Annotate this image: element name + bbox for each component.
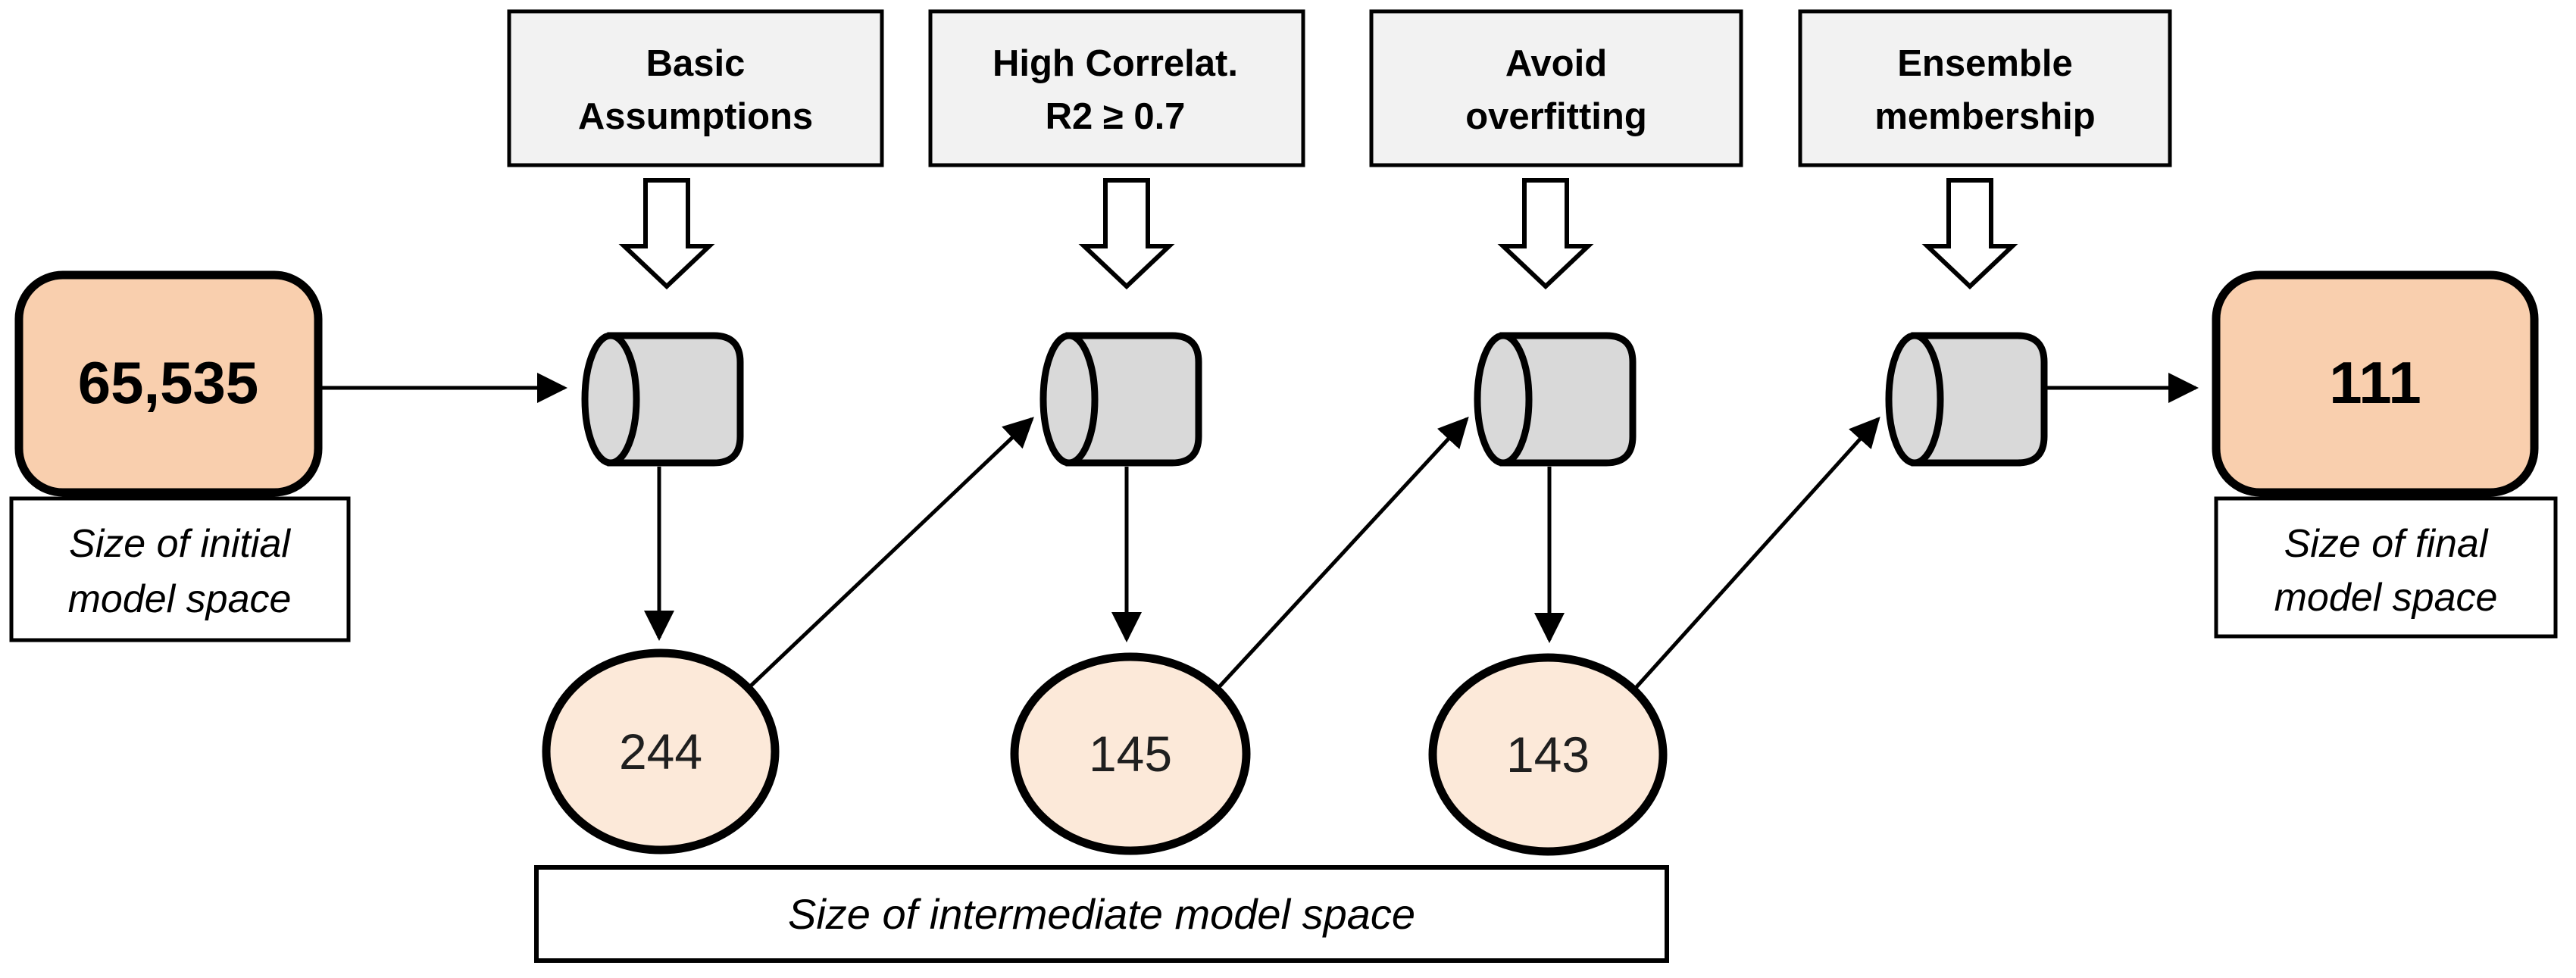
filter-box-4-label-line2: membership bbox=[1874, 96, 2095, 137]
filter-cylinder-icon-3 bbox=[1474, 332, 1637, 467]
count-value-3: 143 bbox=[1506, 726, 1590, 783]
cylinder-4-cap bbox=[1885, 332, 1944, 467]
filter-box-2-label-line2: R2 ≥ 0.7 bbox=[1046, 96, 1186, 137]
arrow-count1-to-filter2 bbox=[746, 417, 1034, 690]
intermediate-model-space-caption: Size of intermediate model space bbox=[534, 865, 1669, 963]
cylinder-1-cap bbox=[581, 332, 640, 467]
filter-box-1: Basic Assumptions bbox=[507, 9, 884, 167]
filter-box-1-label-line2: Assumptions bbox=[578, 96, 813, 137]
initial-node-value: 65,535 bbox=[78, 349, 259, 416]
cylinder-3-body bbox=[1499, 332, 1637, 467]
initial-caption-line1: Size of initial bbox=[69, 522, 291, 566]
down-block-arrow-icon-1 bbox=[618, 178, 715, 290]
filter-box-3-label-line1: Avoid bbox=[1505, 43, 1607, 84]
filter-box-2: High Correlat. R2 ≥ 0.7 bbox=[928, 9, 1305, 167]
intermediate-caption-text: Size of intermediate model space bbox=[788, 890, 1415, 938]
cylinder-3-cap bbox=[1474, 332, 1533, 467]
final-node-value: 111 bbox=[2329, 349, 2421, 416]
count-ellipse-1-shape bbox=[542, 648, 780, 855]
initial-caption-rect bbox=[9, 496, 351, 642]
down-block-arrow-icon-2 bbox=[1078, 178, 1175, 290]
count-ellipse-3-shape bbox=[1428, 653, 1668, 856]
filter-cylinder-icon-1 bbox=[581, 332, 744, 467]
filter-box-1-label-line1: Basic bbox=[646, 43, 746, 84]
final-node-rect bbox=[2212, 270, 2539, 497]
initial-model-space-caption: Size of initial model space bbox=[9, 496, 351, 642]
initial-node-rect bbox=[14, 270, 323, 497]
final-caption-line2: model space bbox=[2274, 576, 2498, 620]
cylinder-1-body bbox=[607, 332, 744, 467]
filter-box-2-label-line1: High Correlat. bbox=[993, 43, 1238, 84]
initial-caption-line2: model space bbox=[68, 577, 292, 621]
filter-box-2-rect bbox=[928, 9, 1305, 167]
count-ellipse-3: 143 bbox=[1428, 653, 1668, 856]
final-model-space-caption: Size of final model space bbox=[2214, 496, 2558, 639]
count-ellipse-1: 244 bbox=[542, 648, 780, 855]
intermediate-caption-rect bbox=[534, 865, 1669, 963]
arrow-count2-to-filter3 bbox=[1216, 417, 1469, 690]
cylinder-4-body bbox=[1911, 332, 2048, 467]
cylinder-2-body bbox=[1065, 332, 1202, 467]
filter-box-4-label-line1: Ensemble bbox=[1897, 43, 2072, 84]
cylinder-2-cap bbox=[1039, 332, 1099, 467]
filter-box-4: Ensemble membership bbox=[1798, 9, 2172, 167]
filter-box-3-rect bbox=[1369, 9, 1743, 167]
filter-box-3: Avoid overfitting bbox=[1369, 9, 1743, 167]
count-value-2: 145 bbox=[1089, 726, 1172, 782]
count-ellipse-2: 145 bbox=[1010, 652, 1251, 855]
arrow-count3-to-filter4 bbox=[1633, 417, 1880, 690]
filter-box-3-label-line2: overfitting bbox=[1465, 96, 1647, 137]
final-caption-rect bbox=[2214, 496, 2558, 639]
initial-model-space-node: 65,535 bbox=[14, 270, 323, 497]
down-block-arrow-icon-4 bbox=[1921, 178, 2018, 290]
filter-box-4-rect bbox=[1798, 9, 2172, 167]
down-block-arrow-icon-3 bbox=[1497, 178, 1594, 290]
count-ellipse-2-shape bbox=[1010, 652, 1251, 855]
filter-box-1-rect bbox=[507, 9, 884, 167]
filter-cylinder-icon-4 bbox=[1885, 332, 2048, 467]
final-model-space-node: 111 bbox=[2212, 270, 2539, 497]
final-caption-line1: Size of final bbox=[2284, 522, 2489, 566]
count-value-1: 244 bbox=[619, 723, 702, 780]
filter-cylinder-icon-2 bbox=[1039, 332, 1202, 467]
